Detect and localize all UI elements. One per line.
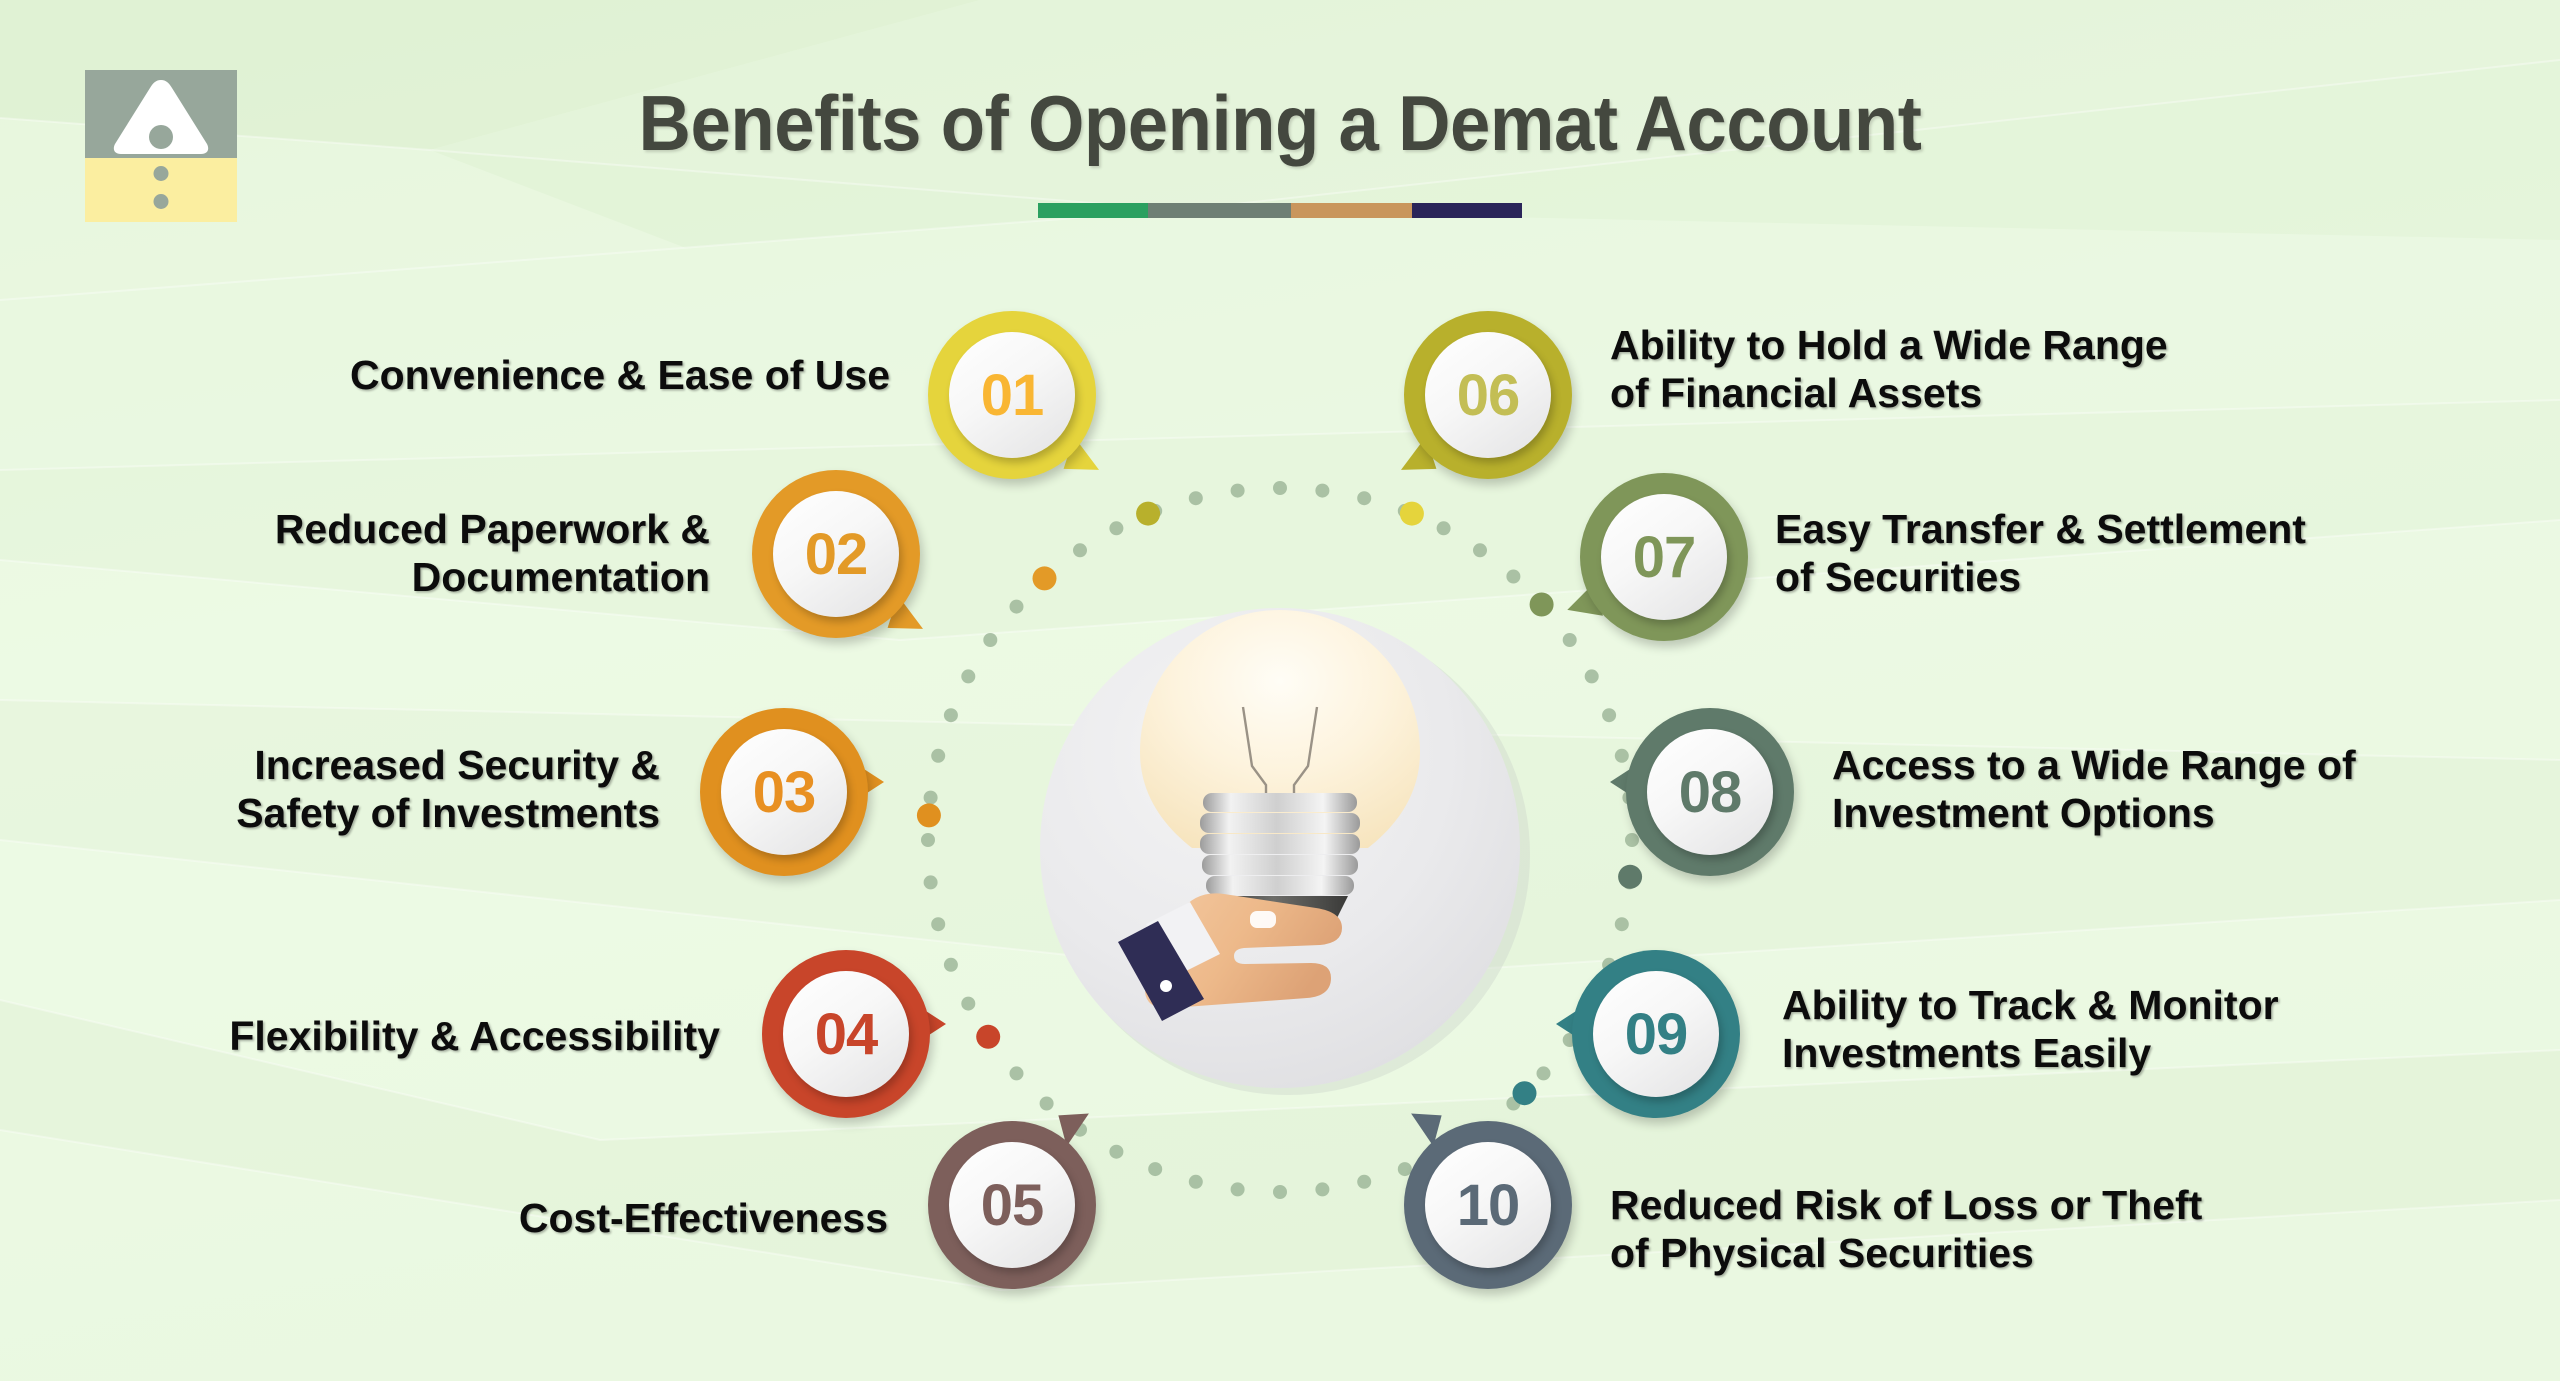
badge-08[interactable]: 08 xyxy=(1610,708,1794,876)
badge-09[interactable]: 09 xyxy=(1556,950,1740,1118)
badge-05-inner: 05 xyxy=(949,1142,1075,1268)
badge-01-inner: 01 xyxy=(949,332,1075,458)
badge-02[interactable]: 02 xyxy=(752,470,931,639)
badge-03-number: 03 xyxy=(752,759,817,825)
badge-05-number: 05 xyxy=(980,1172,1045,1238)
item-label-10: Reduced Risk of Loss or Theft of Physica… xyxy=(1610,1182,2203,1276)
badge-10[interactable]: 10 xyxy=(1404,1107,1572,1289)
badge-10-number: 10 xyxy=(1456,1172,1521,1238)
badge-08-number: 08 xyxy=(1678,759,1743,825)
badge-07-number: 07 xyxy=(1632,524,1697,590)
underline-seg-4 xyxy=(1412,203,1522,218)
badge-04-number: 04 xyxy=(814,1001,879,1067)
badge-05[interactable]: 05 xyxy=(928,1107,1096,1289)
hand-holding-lightbulb-icon xyxy=(1040,608,1530,1095)
logo-triangle-icon xyxy=(113,80,209,154)
item-label-03: Increased Security & Safety of Investmen… xyxy=(236,742,660,836)
item-label-02: Reduced Paperwork & Documentation xyxy=(274,506,710,600)
badge-02-inner: 02 xyxy=(773,491,899,617)
item-label-06: Ability to Hold a Wide Range of Financia… xyxy=(1610,322,2168,416)
underline-seg-3 xyxy=(1290,203,1413,218)
item-label-05: Cost-Effectiveness xyxy=(518,1195,888,1241)
badge-06-inner: 06 xyxy=(1425,332,1551,458)
badge-03[interactable]: 03 xyxy=(700,708,884,876)
logo-dot-2 xyxy=(153,194,169,209)
item-label-09: Ability to Track & Monitor Investments E… xyxy=(1782,982,2279,1076)
badge-04-inner: 04 xyxy=(783,971,909,1097)
item-label-01: Convenience & Ease of Use xyxy=(349,352,890,398)
item-label-08: Access to a Wide Range of Investment Opt… xyxy=(1832,742,2356,836)
badge-03-inner: 03 xyxy=(721,729,847,855)
badge-07-inner: 07 xyxy=(1601,494,1727,620)
item-label-04: Flexibility & Accessibility xyxy=(229,1013,720,1059)
underline-seg-1 xyxy=(1038,203,1148,218)
badge-07[interactable]: 07 xyxy=(1563,473,1748,641)
title-underline-bar xyxy=(1038,203,1522,218)
item-label-07: Easy Transfer & Settlement of Securities xyxy=(1775,506,2306,600)
badge-09-number: 09 xyxy=(1624,1001,1689,1067)
logo-dot-1 xyxy=(153,166,169,181)
badge-01-number: 01 xyxy=(980,362,1045,428)
badge-01[interactable]: 01 xyxy=(928,311,1107,480)
badge-06-number: 06 xyxy=(1456,362,1521,428)
badge-10-inner: 10 xyxy=(1425,1142,1551,1268)
badge-04[interactable]: 04 xyxy=(762,950,946,1118)
brand-logo xyxy=(85,70,237,222)
page-title: Benefits of Opening a Demat Account xyxy=(638,79,1922,167)
badge-06[interactable]: 06 xyxy=(1393,311,1572,480)
badge-09-inner: 09 xyxy=(1593,971,1719,1097)
badge-02-number: 02 xyxy=(804,521,869,587)
underline-seg-2 xyxy=(1147,203,1291,218)
badge-08-inner: 08 xyxy=(1647,729,1773,855)
